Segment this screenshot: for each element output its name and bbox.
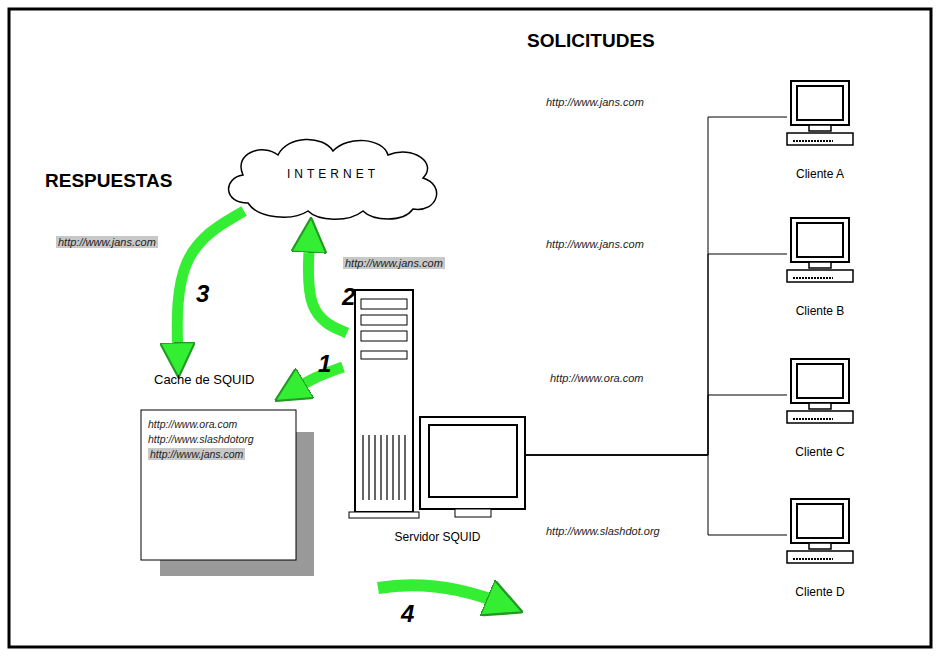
- cache-sheet: [140, 368, 315, 578]
- section-heading: SOLICITUDES: [527, 30, 655, 52]
- callout-number: 3: [196, 280, 209, 308]
- flow-arrow: [308, 235, 347, 333]
- network-wire: [525, 117, 787, 455]
- cache-heading: Cache de SQUID: [154, 372, 254, 387]
- server-label: Servidor SQUID: [345, 530, 530, 544]
- cloud-label: INTERNET: [218, 167, 448, 181]
- monitor-icon: [785, 79, 855, 151]
- response-url: http://www.jans.com: [56, 236, 158, 248]
- monitor-icon: [785, 497, 855, 569]
- cached-url: http://www.ora.com: [148, 418, 237, 430]
- network-wire: [525, 395, 787, 455]
- request-url: http://www.jans.com: [343, 257, 445, 269]
- cache-box: Cache de SQUID http://www.ora.com http://w…: [140, 368, 315, 578]
- client: Cliente D: [770, 493, 870, 608]
- client: Cliente C: [770, 353, 870, 468]
- network-wire: [525, 254, 787, 455]
- flow-arrow: [177, 211, 244, 360]
- section-heading: RESPUESTAS: [45, 170, 172, 192]
- network-wire: [525, 455, 787, 535]
- flow-arrow: [290, 367, 343, 392]
- callout-number: 4: [401, 600, 414, 628]
- callout-number: 1: [318, 350, 331, 378]
- monitor-icon: [785, 357, 855, 429]
- request-url: http://www.slashdot.org: [546, 525, 660, 537]
- reply-arrow: [378, 585, 505, 605]
- request-url: http://www.ora.com: [550, 372, 644, 384]
- outer-frame: [9, 9, 931, 647]
- request-url: http://www.jans.com: [546, 96, 644, 108]
- monitor-icon: [785, 216, 855, 288]
- client-label: Cliente A: [770, 167, 870, 181]
- request-url: http://www.jans.com: [546, 238, 644, 250]
- cached-url: http://www.jans.com: [148, 448, 245, 460]
- callout-number: 2: [342, 283, 355, 311]
- server-icon: [345, 285, 530, 525]
- client-label: Cliente B: [770, 304, 870, 318]
- client-label: Cliente D: [770, 585, 870, 599]
- cached-url: http://www.slashdotorg: [148, 433, 254, 445]
- client: Cliente B: [770, 212, 870, 327]
- client: Cliente A: [770, 75, 870, 190]
- internet-cloud: INTERNET: [218, 133, 448, 221]
- client-label: Cliente C: [770, 445, 870, 459]
- server: Servidor SQUID: [345, 285, 530, 555]
